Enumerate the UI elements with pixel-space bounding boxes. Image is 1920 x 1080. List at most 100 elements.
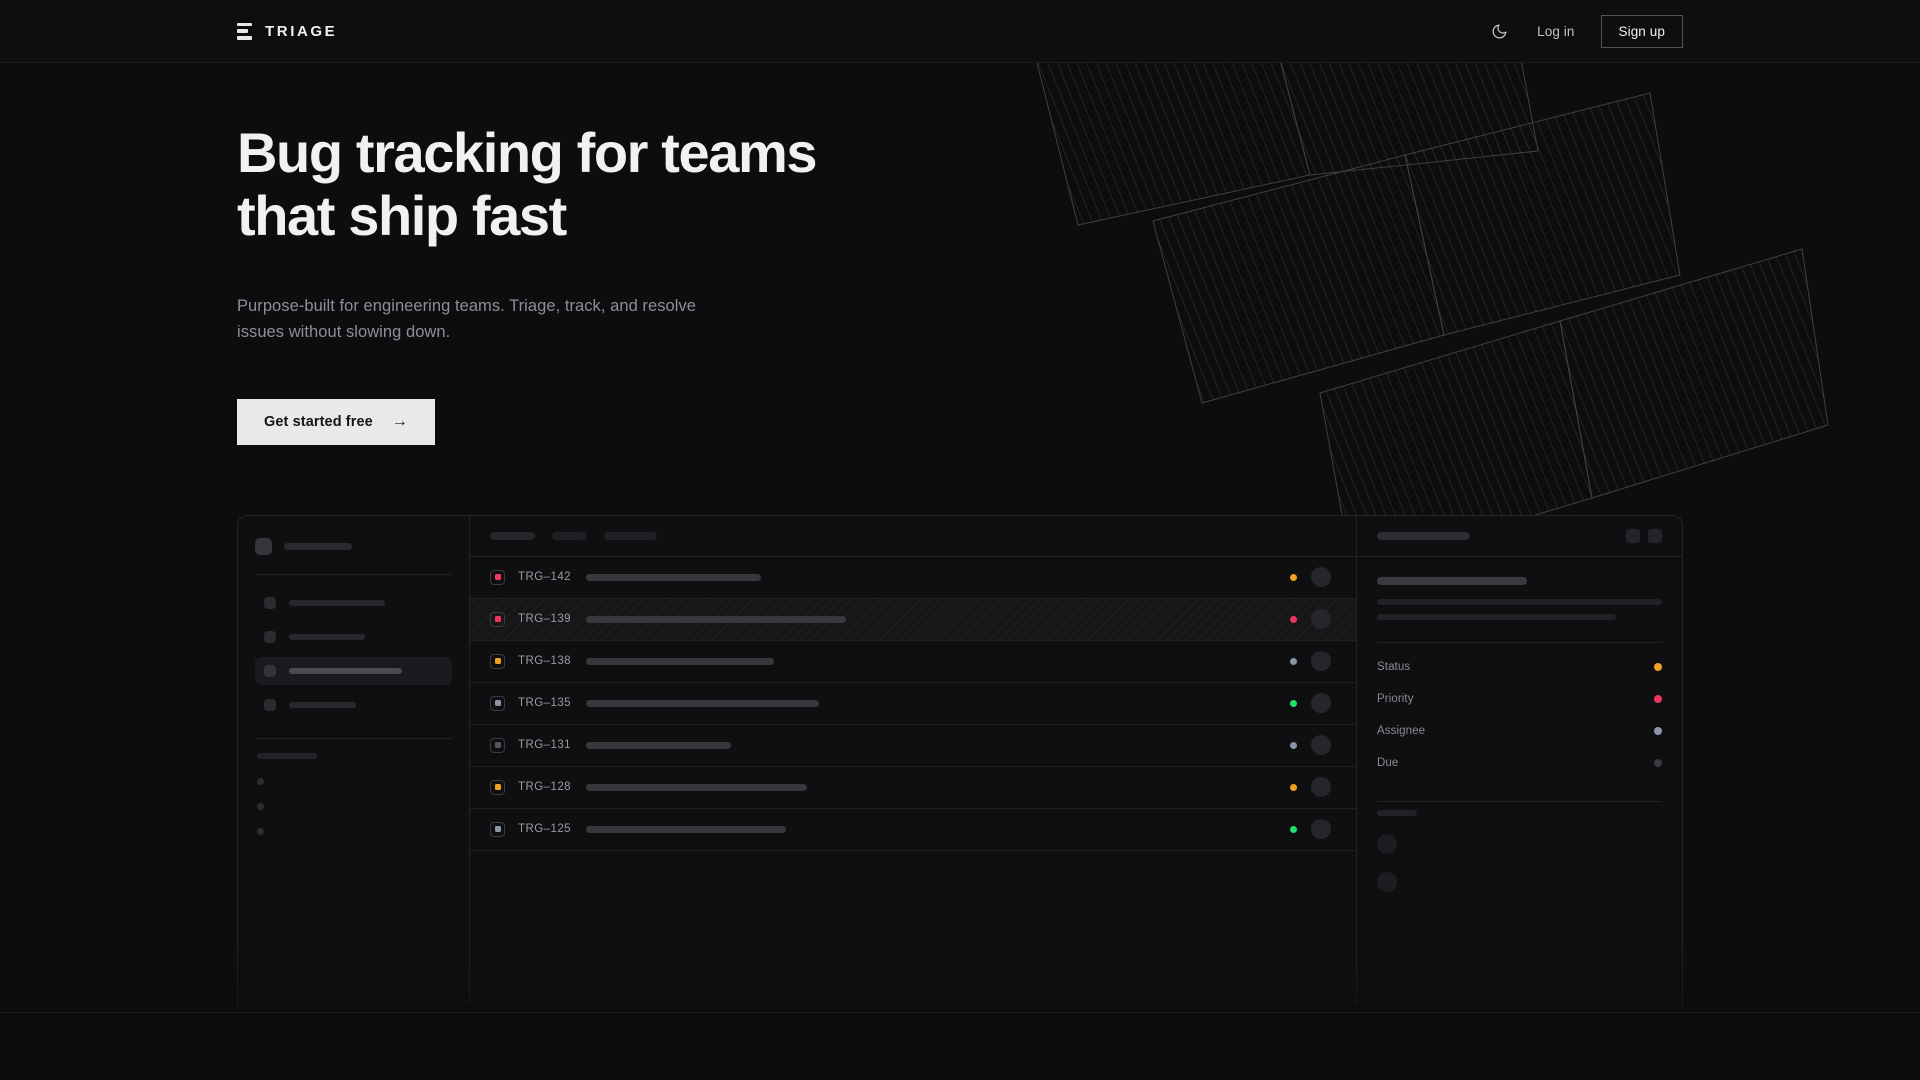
arrow-right-icon: → (391, 412, 408, 430)
login-link[interactable]: Log in (1537, 23, 1575, 39)
sidebar-sub-item-2[interactable] (255, 819, 452, 844)
avatar (1311, 651, 1331, 672)
sidebar-item-icon (264, 596, 276, 609)
hero-content: Bug tracking for teams that ship fast Pu… (0, 63, 1920, 445)
avatar (1311, 609, 1331, 630)
issue-title-skeleton (586, 615, 846, 623)
headline-line-1: Bug tracking for teams (237, 121, 818, 184)
table-row[interactable]: TRG–142 (470, 557, 1356, 599)
row-meta (1290, 693, 1356, 714)
table-row[interactable]: TRG–131 (470, 725, 1356, 767)
detail-field-status[interactable]: Status (1377, 651, 1662, 683)
detail-field-assignee[interactable]: Assignee (1377, 715, 1662, 747)
workspace-switcher[interactable] (255, 534, 452, 555)
detail-field-label: Status (1377, 660, 1411, 673)
priority-icon (490, 569, 505, 585)
sidebar-sub-item-dot (257, 777, 264, 785)
priority-icon (490, 821, 505, 837)
sidebar-item-1[interactable] (255, 623, 452, 651)
row-meta (1290, 609, 1356, 630)
sidebar-item-label (289, 701, 356, 708)
status-badge (1290, 657, 1297, 665)
priority-icon (490, 695, 505, 711)
table-row[interactable]: TRG–138 (470, 641, 1356, 683)
row-meta (1290, 567, 1356, 588)
detail-separator (1377, 641, 1662, 643)
issue-id: TRG–128 (518, 781, 572, 794)
detail-action-icon-1[interactable] (1626, 528, 1640, 543)
sidebar-divider-top (255, 573, 452, 575)
issue-title-skeleton (586, 825, 786, 833)
issue-id: TRG–125 (518, 823, 572, 836)
table-row[interactable]: TRG–139 (470, 598, 1356, 641)
status-badge (1290, 825, 1297, 833)
detail-field-label: Priority (1377, 692, 1414, 705)
table-row[interactable]: TRG–125 (470, 809, 1356, 851)
stacked-lines-icon (237, 22, 252, 40)
avatar (1311, 777, 1331, 798)
issue-list-toolbar (470, 516, 1356, 557)
sidebar-sub-item-0[interactable] (255, 769, 452, 794)
nav-actions: Log in Sign up (1487, 14, 1683, 48)
status-badge (1290, 783, 1297, 791)
row-meta (1290, 651, 1356, 672)
issue-id: TRG–139 (518, 613, 572, 626)
sidebar-item-0[interactable] (255, 589, 452, 617)
toolbar-group-pill[interactable] (604, 531, 657, 540)
row-meta (1290, 777, 1356, 798)
sidebar-item-label (289, 667, 402, 674)
detail-title-skeleton (1377, 531, 1470, 540)
avatar (1311, 567, 1331, 588)
status-badge (1290, 573, 1297, 581)
brand-logo[interactable]: TRIAGE (237, 22, 338, 40)
detail-field-value-dot (1654, 758, 1662, 767)
headline-line-2: that ship fast (237, 184, 567, 248)
sidebar-sub-item-dot (257, 827, 264, 835)
issue-title-skeleton (586, 741, 731, 749)
detail-field-due[interactable]: Due (1377, 747, 1662, 779)
detail-field-priority[interactable]: Priority (1377, 683, 1662, 715)
get-started-button[interactable]: Get started free → (237, 398, 435, 445)
workspace-name-skeleton (284, 542, 352, 550)
signup-button[interactable]: Sign up (1600, 14, 1683, 48)
sidebar-item-label (289, 599, 385, 606)
sidebar-item-icon (264, 698, 276, 711)
moon-icon[interactable] (1487, 19, 1511, 43)
status-badge (1290, 741, 1297, 749)
brand-name: TRIAGE (265, 22, 338, 40)
sidebar-sub-list (255, 769, 452, 844)
toolbar-sort-pill[interactable] (552, 531, 587, 540)
top-navbar: TRIAGE Log in Sign up (0, 0, 1920, 63)
priority-icon (490, 779, 505, 795)
detail-field-label: Due (1377, 756, 1399, 769)
table-row[interactable]: TRG–135 (470, 683, 1356, 725)
page-title: Bug tracking for teams that ship fast (237, 121, 997, 248)
issue-title-skeleton (586, 573, 761, 581)
detail-field-label: Assignee (1377, 724, 1426, 737)
sidebar-section-label (257, 752, 317, 759)
hero-subtext: Purpose-built for engineering teams. Tri… (237, 296, 696, 342)
sidebar-item-2[interactable] (255, 656, 452, 685)
issue-id: TRG–142 (518, 571, 572, 584)
avatar (1311, 735, 1331, 756)
issue-id: TRG–135 (518, 697, 572, 710)
detail-action-icon-2[interactable] (1648, 528, 1662, 543)
activity-section-label (1377, 809, 1417, 816)
toolbar-filter-pill[interactable] (490, 531, 535, 540)
sidebar-sub-item-1[interactable] (255, 794, 452, 819)
detail-field-value-dot (1654, 662, 1662, 671)
issue-title-skeleton (586, 657, 774, 665)
detail-description-line (1377, 613, 1617, 620)
sidebar-sub-item-dot (257, 802, 264, 810)
table-row[interactable]: TRG–128 (470, 767, 1356, 809)
sidebar-item-3[interactable] (255, 691, 452, 719)
status-badge (1290, 699, 1297, 707)
issue-id: TRG–138 (518, 655, 572, 668)
priority-icon (490, 611, 505, 627)
detail-header (1357, 516, 1682, 557)
hero-section: Bug tracking for teams that ship fast Pu… (0, 43, 1920, 1005)
